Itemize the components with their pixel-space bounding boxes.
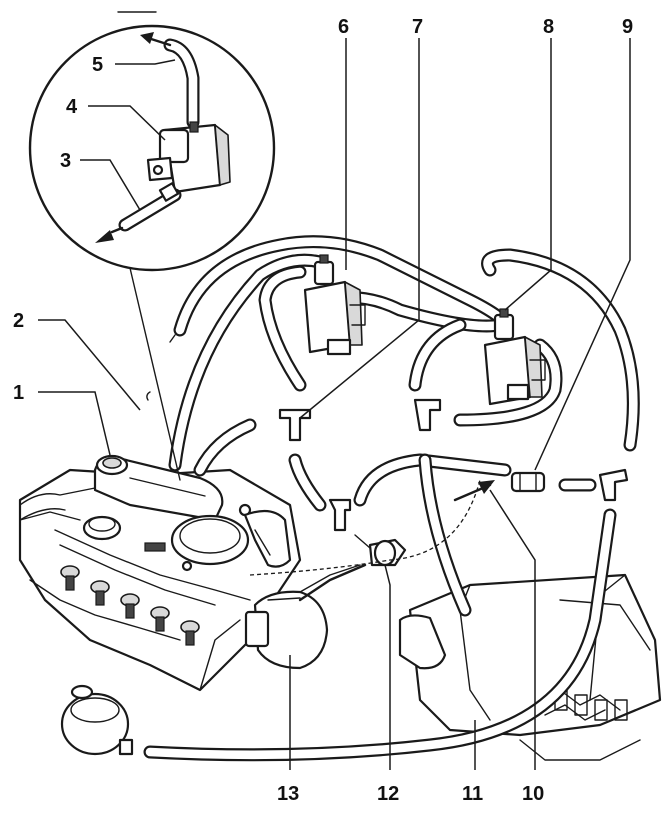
solenoid-valve-lower <box>483 308 546 406</box>
callout-1: 1 <box>13 382 24 404</box>
inline-valve <box>510 471 546 493</box>
check-valve <box>354 534 407 567</box>
throttle-body <box>170 509 292 568</box>
solenoid-valve-upper <box>303 254 366 356</box>
callout-4: 4 <box>66 96 78 118</box>
air-filter-housing <box>398 573 662 761</box>
callout-9: 9 <box>622 16 633 38</box>
leader-lines <box>38 38 631 770</box>
detail-inset <box>28 11 276 481</box>
callout-13: 13 <box>277 783 299 805</box>
callout-labels: 1 2 3 4 5 6 7 8 9 10 11 12 13 <box>13 16 633 805</box>
vacuum-hoses <box>143 235 640 762</box>
t-connectors <box>278 398 629 532</box>
spark-plug-wells <box>60 565 200 646</box>
callout-6: 6 <box>338 16 349 38</box>
expansion-tank <box>60 684 134 756</box>
callout-12: 12 <box>377 783 399 805</box>
callout-7: 7 <box>412 16 423 38</box>
callout-10: 10 <box>522 783 544 805</box>
callout-11: 11 <box>462 783 483 805</box>
callout-2: 2 <box>13 310 24 332</box>
callout-8: 8 <box>543 16 554 38</box>
intake-duct <box>19 454 224 522</box>
brake-servo-unit <box>244 563 367 670</box>
callout-3: 3 <box>60 150 71 172</box>
callout-5: 5 <box>92 54 103 76</box>
